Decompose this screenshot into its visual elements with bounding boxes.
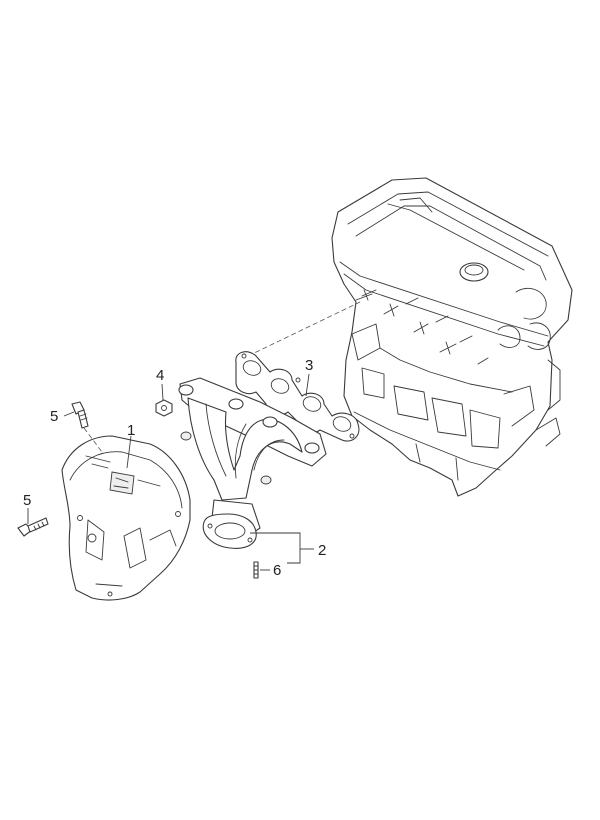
leader-lines — [27, 373, 314, 571]
exhaust-manifold — [178, 377, 327, 549]
callout-exhaust-manifold: 2 — [318, 542, 326, 559]
alignment-line — [247, 301, 361, 357]
callout-bolt-lower: 5 — [23, 492, 31, 509]
engine-block — [331, 177, 573, 497]
nut — [155, 399, 173, 417]
heat-shield — [61, 435, 191, 601]
callout-heat-shield: 1 — [127, 422, 135, 439]
bolt-lower — [17, 517, 49, 537]
stud — [253, 561, 259, 579]
callout-nut: 4 — [156, 367, 164, 384]
callout-bolt-upper: 5 — [50, 408, 58, 425]
callout-manifold-gasket: 3 — [305, 357, 313, 374]
callout-stud: 6 — [273, 562, 281, 579]
bolt-upper — [71, 401, 89, 429]
